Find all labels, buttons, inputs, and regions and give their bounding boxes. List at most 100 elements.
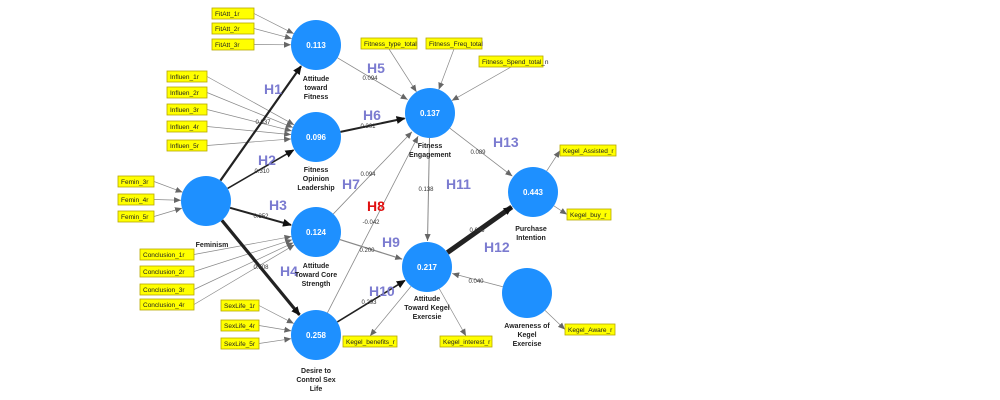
indicator-box	[211, 38, 255, 51]
indicator-sex1[interactable]: SexLife_1r	[220, 299, 260, 312]
indicator-conc3[interactable]: Conclusion_3r	[139, 283, 195, 296]
r-squared-value: 0.217	[417, 263, 438, 272]
construct-label: Fitness	[304, 94, 329, 101]
path-p12	[445, 204, 514, 255]
indicator-box	[166, 70, 208, 83]
indicator-ftype[interactable]: Fitness_type_total	[360, 37, 418, 50]
indicator-kint[interactable]: Kegel_interest_r	[439, 335, 493, 348]
indicator-edge-fspend	[451, 66, 512, 101]
indicator-fitatt2[interactable]: FitAtt_2r	[211, 22, 255, 35]
r-squared-value: 0.096	[306, 133, 327, 142]
hypothesis-label: H4	[280, 263, 298, 279]
indicator-edge-kassist	[546, 150, 561, 172]
indicator-infl2[interactable]: Influen_2r	[166, 86, 208, 99]
r-squared-value: 0.258	[306, 331, 327, 340]
indicator-fem4[interactable]: Femin_4r	[117, 193, 155, 206]
construct-label: Feminism	[196, 242, 229, 249]
indicator-label: Femin_5r	[121, 214, 149, 221]
indicator-label: Fitness_Freq_total	[429, 41, 483, 48]
indicator-box	[220, 337, 260, 350]
path-coefficient: 0.508	[253, 265, 269, 271]
indicator-conc2[interactable]: Conclusion_2r	[139, 265, 195, 278]
indicator-fem5[interactable]: Femin_5r	[117, 210, 155, 223]
path-p11	[424, 137, 431, 242]
path-p6	[340, 116, 406, 133]
indicator-edge-ftype	[388, 48, 417, 93]
construct-label: Life	[310, 386, 323, 393]
indicator-box	[166, 103, 208, 116]
indicator-infl1[interactable]: Influen_1r	[166, 70, 208, 83]
indicator-box	[439, 335, 493, 348]
indicator-box	[342, 335, 398, 348]
hypothesis-label: H8	[367, 198, 385, 214]
indicator-box	[220, 319, 260, 332]
indicator-kaware[interactable]: Kegel_Aware_r	[564, 323, 616, 336]
hypothesis-label: H1	[264, 81, 282, 97]
construct-label: Engagement	[409, 152, 452, 159]
path-coefficient: -0.042	[362, 220, 380, 226]
indicator-infl4[interactable]: Influen_4r	[166, 120, 208, 133]
construct-label: Kegel	[517, 332, 536, 339]
indicator-label: FitAtt_1r	[215, 11, 240, 18]
indicator-sex5[interactable]: SexLife_5r	[220, 337, 260, 350]
indicator-fitatt3[interactable]: FitAtt_3r	[211, 38, 255, 51]
r-squared-value: 0.124	[306, 228, 327, 237]
indicator-fspend[interactable]: Fitness_Spend_total_n	[478, 55, 549, 68]
construct-feminism[interactable]: Feminism	[181, 176, 231, 249]
indicator-label: FitAtt_2r	[215, 26, 240, 33]
construct-label: Intention	[516, 235, 546, 242]
indicator-conc4[interactable]: Conclusion_4r	[139, 298, 195, 311]
construct-circle	[291, 310, 341, 360]
indicator-label: Conclusion_2r	[143, 269, 185, 276]
indicator-kbuy[interactable]: Kegel_buy_r	[566, 208, 612, 221]
path-coefficient: 0.200	[359, 248, 375, 254]
construct-label: toward	[305, 85, 328, 92]
construct-circle	[405, 88, 455, 138]
indicator-label: SexLife_5r	[224, 341, 256, 348]
indicator-edge-fem5	[153, 207, 183, 217]
indicator-edge-infl1	[206, 76, 295, 126]
indicator-label: Kegel_benefits_r	[346, 339, 396, 346]
indicator-infl3[interactable]: Influen_3r	[166, 103, 208, 116]
path-coefficient: 0.646	[469, 228, 485, 234]
indicator-label: Femin_4r	[121, 197, 149, 204]
indicator-fem3[interactable]: Femin_3r	[117, 175, 155, 188]
indicator-box	[139, 283, 195, 296]
indicator-label: SexLife_1r	[224, 303, 256, 310]
construct-label: Attitude	[414, 296, 441, 303]
construct-label: Toward Kegel	[404, 305, 449, 312]
indicator-edge-conc2	[193, 239, 293, 272]
indicator-label: Conclusion_4r	[143, 302, 185, 309]
indicator-kben[interactable]: Kegel_benefits_r	[342, 335, 398, 348]
indicator-edge-fem3	[153, 181, 183, 193]
construct-label: Desire to	[301, 368, 331, 375]
indicator-fitatt1[interactable]: FitAtt_1r	[211, 7, 255, 20]
path-p13	[449, 127, 513, 177]
indicator-conc1[interactable]: Conclusion_1r	[139, 248, 195, 261]
hypothesis-label: H6	[363, 107, 381, 123]
indicator-box	[139, 265, 195, 278]
indicator-box	[139, 248, 195, 261]
indicator-ffreq[interactable]: Fitness_Freq_total	[425, 37, 483, 50]
indicator-kassist[interactable]: Kegel_Assisted_r	[559, 144, 617, 157]
path-coefficient: 0.094	[360, 172, 376, 178]
indicator-label: FitAtt_3r	[215, 42, 240, 49]
indicator-edge-kben	[369, 286, 412, 337]
indicator-box	[478, 55, 544, 68]
path-coefficient: 0.094	[362, 76, 378, 82]
indicator-box	[360, 37, 418, 50]
indicator-sex4[interactable]: SexLife_4r	[220, 319, 260, 332]
indicator-infl5[interactable]: Influen_5r	[166, 139, 208, 152]
indicator-label: Influen_2r	[170, 90, 200, 97]
construct-label: Fitness	[304, 167, 329, 174]
hypothesis-label: H2	[258, 152, 276, 168]
indicator-box	[166, 139, 208, 152]
